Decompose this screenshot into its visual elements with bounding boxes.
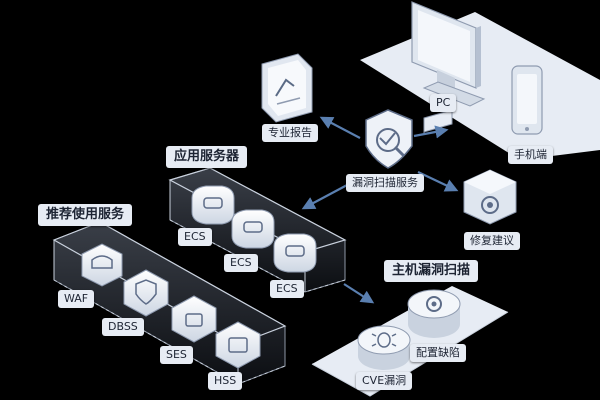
arrow-to-host-scan [343, 283, 375, 304]
report-label: 专业报告 [262, 124, 318, 142]
ses-chip [171, 295, 217, 343]
ecs-label-3: ECS [270, 280, 304, 298]
hss-label: HSS [208, 372, 243, 390]
waf-label: WAF [58, 290, 95, 308]
server-icon [203, 197, 223, 209]
flag-icon [423, 109, 453, 134]
ses-label: SES [160, 346, 193, 364]
config-puck [407, 289, 461, 338]
dbss-label: DBSS [102, 318, 144, 336]
arrow-to-repair [417, 171, 459, 192]
arrow-to-endpoints [413, 125, 449, 139]
lock-icon [185, 313, 203, 327]
cloud-icon [91, 255, 113, 269]
ecs-chip-1 [191, 185, 235, 225]
dbss-chip [123, 269, 169, 317]
recommended-services-title: 推荐使用服务 [38, 204, 133, 226]
bug-icon [371, 332, 397, 348]
scan-service-label: 漏洞扫描服务 [346, 174, 424, 192]
ecs-label-1: ECS [178, 228, 212, 246]
mobile-phone-icon [511, 65, 543, 135]
pc-label: PC [430, 94, 457, 112]
hss-chip [215, 321, 261, 369]
mobile-label: 手机端 [508, 146, 553, 164]
settings-gear-icon [426, 296, 442, 312]
server-icon [285, 245, 305, 257]
report-doc-icon [261, 53, 313, 123]
shield-icon [135, 279, 157, 305]
waf-chip [81, 243, 123, 287]
repair-label: 修复建议 [464, 232, 520, 250]
arrow-to-report [319, 116, 361, 139]
cve-label: CVE漏洞 [356, 372, 413, 390]
shield-scan-icon [365, 109, 413, 169]
config-label: 配置缺陷 [410, 344, 466, 362]
host-scan-title: 主机漏洞扫描 [384, 260, 479, 282]
server-icon [243, 221, 263, 233]
ecs-chip-3 [273, 233, 317, 273]
app-servers-title: 应用服务器 [166, 146, 248, 168]
gear-icon [463, 169, 517, 225]
cve-puck [357, 325, 411, 370]
ecs-label-2: ECS [224, 254, 258, 272]
ecs-chip-2 [231, 209, 275, 249]
server-icon [228, 337, 248, 353]
